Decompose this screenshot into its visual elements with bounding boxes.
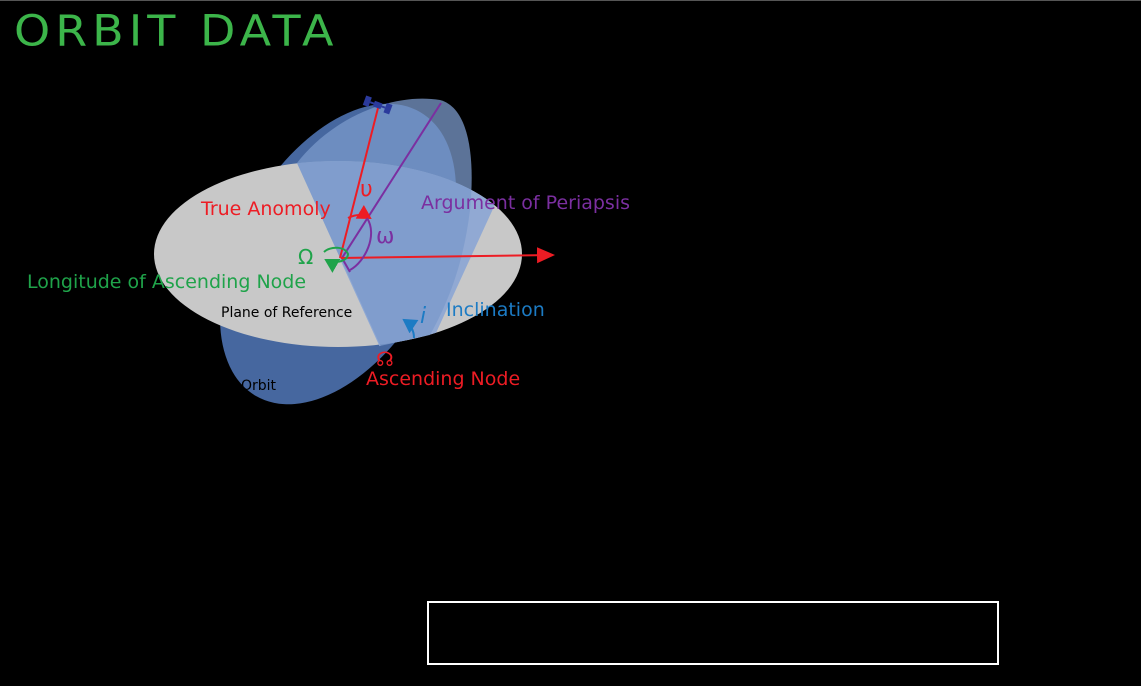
orbit-readout-box [427, 601, 999, 665]
inclination-label: Inclination [446, 299, 545, 321]
argument-arc [349, 217, 373, 271]
true-anomaly-symbol: υ [360, 177, 373, 202]
true-anomaly-label: True Anomoly [200, 198, 331, 220]
longitude-symbol: Ω [298, 245, 313, 269]
orbit-plane-upper-half [297, 98, 472, 347]
ascending-node-label: Ascending Node [366, 368, 520, 390]
reference-direction-arrow [339, 247, 555, 264]
argument-of-periapsis-label: Argument of Periapsis [421, 192, 630, 214]
top-border-line [0, 0, 1141, 1]
page-title: ORBIT DATA [14, 6, 339, 56]
periapsis-line [341, 102, 442, 259]
orbit-label: Orbit [241, 378, 277, 394]
inclination-symbol: i [420, 304, 426, 329]
satellite-vector [339, 107, 379, 259]
line-of-nodes [339, 257, 381, 347]
longitude-of-ascending-node-label: Longitude of Ascending Node [27, 271, 306, 293]
plane-of-reference-label: Plane of Reference [221, 305, 352, 321]
argument-symbol: ω [376, 224, 394, 249]
inclination-arc [402, 318, 419, 339]
true-anomaly-arc [347, 204, 372, 220]
ascending-node-symbol: ☊ [376, 347, 394, 371]
longitude-arc [323, 246, 350, 273]
satellite-icon [362, 95, 393, 115]
